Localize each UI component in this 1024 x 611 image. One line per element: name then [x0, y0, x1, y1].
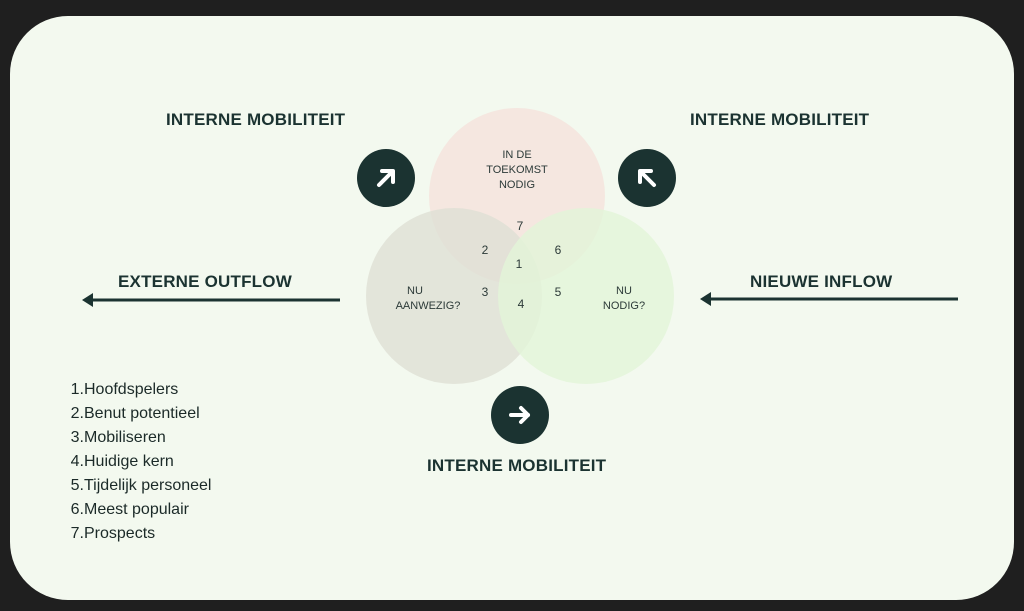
legend-item: 3.Mobiliseren — [66, 426, 211, 450]
outflow-arrow-icon — [82, 293, 340, 307]
legend-item-number: 3. — [70, 429, 84, 446]
circle-future-label-line2: TOEKOMST — [486, 164, 548, 176]
legend-item-label: Tijdelijk personeel — [84, 477, 212, 494]
legend-item: 7.Prospects — [66, 522, 211, 546]
legend-item: 1.Hoofdspelers — [66, 378, 211, 402]
heading-interne-mobiliteit-bottom: INTERNE MOBILITEIT — [427, 456, 607, 475]
circle-present-label-line1: NU — [407, 285, 423, 297]
circle-needed-label-line2: NODIG? — [603, 300, 645, 312]
region-5: 5 — [555, 285, 562, 299]
legend-item-number: 2. — [70, 405, 84, 422]
legend-item-label: Huidige kern — [84, 453, 174, 470]
legend-item-number: 1. — [70, 381, 84, 398]
circle-needed-label-line1: NU — [616, 285, 632, 297]
legend-item-label: Meest populair — [84, 501, 189, 518]
circle-needed-now — [498, 208, 674, 384]
inflow-arrow-icon — [700, 292, 958, 306]
arrow-right-icon — [491, 386, 549, 444]
legend-item: 6.Meest populair — [66, 498, 211, 522]
legend-item-number: 6. — [70, 501, 84, 518]
heading-nieuwe-inflow: NIEUWE INFLOW — [750, 272, 893, 291]
legend-item-label: Hoofdspelers — [84, 381, 179, 398]
arrow-up-right-icon — [357, 149, 415, 207]
region-2: 2 — [482, 243, 489, 257]
circle-future-label-line3: NODIG — [499, 179, 535, 191]
circle-present-label-line2: AANWEZIG? — [396, 300, 461, 312]
arrow-up-left-icon — [618, 149, 676, 207]
legend-item-label: Benut potentieel — [84, 405, 200, 422]
region-3: 3 — [482, 285, 489, 299]
legend-item-number: 5. — [70, 477, 84, 494]
legend-item-number: 7. — [70, 525, 84, 542]
heading-interne-mobiliteit-right: INTERNE MOBILITEIT — [690, 110, 870, 129]
heading-externe-outflow: EXTERNE OUTFLOW — [118, 272, 292, 291]
region-4: 4 — [518, 297, 525, 311]
region-7: 7 — [517, 219, 524, 233]
region-6: 6 — [555, 243, 562, 257]
legend-item-number: 4. — [70, 453, 84, 470]
circle-present — [366, 208, 542, 384]
legend-item: 2.Benut potentieel — [66, 402, 211, 426]
circle-future-label-line1: IN DE — [502, 149, 531, 161]
legend-item: 4.Huidige kern — [66, 450, 211, 474]
region-1: 1 — [516, 257, 523, 271]
legend-item-label: Mobiliseren — [84, 429, 166, 446]
heading-interne-mobiliteit-left: INTERNE MOBILITEIT — [166, 110, 346, 129]
legend-item: 5.Tijdelijk personeel — [66, 474, 212, 498]
legend-item-label: Prospects — [84, 525, 156, 542]
